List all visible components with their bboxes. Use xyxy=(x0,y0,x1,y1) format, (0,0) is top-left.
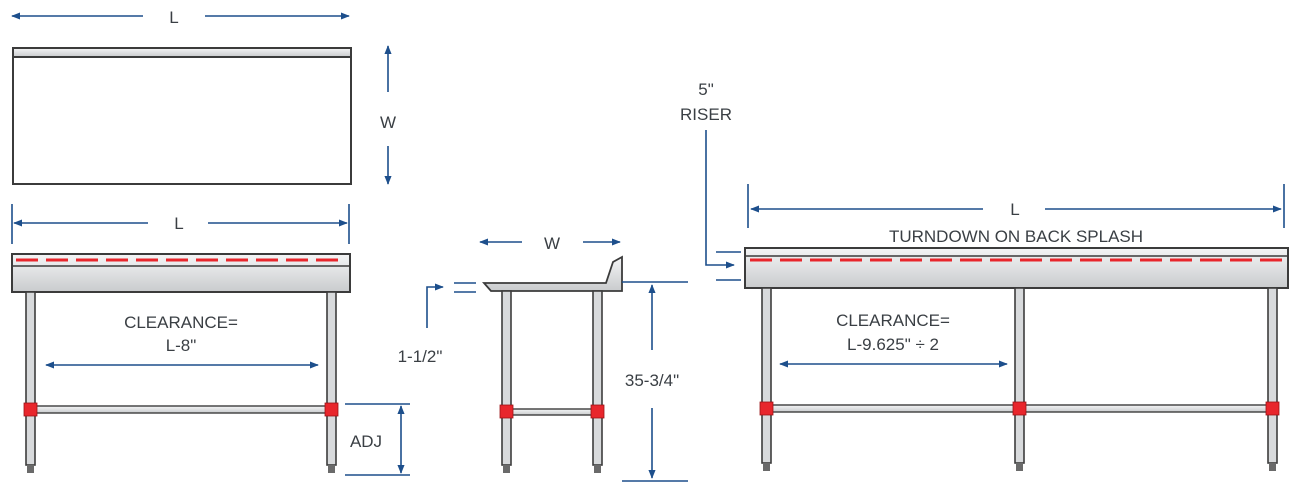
edge-thickness-dimension: 1-1/2" xyxy=(398,282,476,366)
front-legs xyxy=(23,291,339,473)
long-legs xyxy=(759,287,1280,471)
edge-thickness-label: 1-1/2" xyxy=(398,347,443,366)
long-clearance-line2: L-9.625" ÷ 2 xyxy=(847,335,939,354)
side-legs xyxy=(499,290,605,473)
top-width-dimension: W xyxy=(380,45,396,185)
side-width-label: W xyxy=(544,234,560,253)
long-clearance-dimension: CLEARANCE= L-9.625" ÷ 2 xyxy=(779,311,1008,368)
front-clearance-line1: CLEARANCE= xyxy=(124,313,238,332)
side-width-dimension: W xyxy=(479,234,621,253)
long-clearance-line1: CLEARANCE= xyxy=(836,311,950,330)
top-width-label: W xyxy=(380,113,396,132)
front-view: L CLEARANCE= L-8" ADJ xyxy=(11,204,410,476)
top-view: L W xyxy=(11,8,396,185)
front-length-label: L xyxy=(174,214,183,233)
table-height-dimension: 35-3/4" xyxy=(622,281,688,482)
top-length-label: L xyxy=(169,8,178,27)
long-length-label: L xyxy=(1010,200,1019,219)
turndown-label: TURNDOWN ON BACK SPLASH xyxy=(889,227,1143,246)
adjustable-foot-dimension: ADJ xyxy=(345,403,410,476)
riser-label: RISER xyxy=(680,105,732,124)
long-length-dimension: L xyxy=(747,184,1285,228)
table-height-label: 35-3/4" xyxy=(625,371,679,390)
riser-callout: 5" RISER xyxy=(680,80,741,281)
long-front-view: 5" RISER L TURNDOWN ON BACK SPLASH xyxy=(680,80,1289,471)
front-tabletop xyxy=(11,253,351,293)
long-tabletop xyxy=(744,247,1289,289)
adj-label: ADJ xyxy=(350,432,382,451)
side-tabletop-profile xyxy=(482,255,623,292)
tabletop-plan xyxy=(12,47,352,185)
front-length-dimension: L xyxy=(11,204,350,244)
side-view: W 1-1/2" 35-3/4" xyxy=(398,234,688,482)
front-clearance-line2: L-8" xyxy=(166,336,197,355)
front-clearance-dimension: CLEARANCE= L-8" xyxy=(45,313,319,369)
top-length-dimension: L xyxy=(11,8,350,27)
riser-height-label: 5" xyxy=(698,80,714,99)
